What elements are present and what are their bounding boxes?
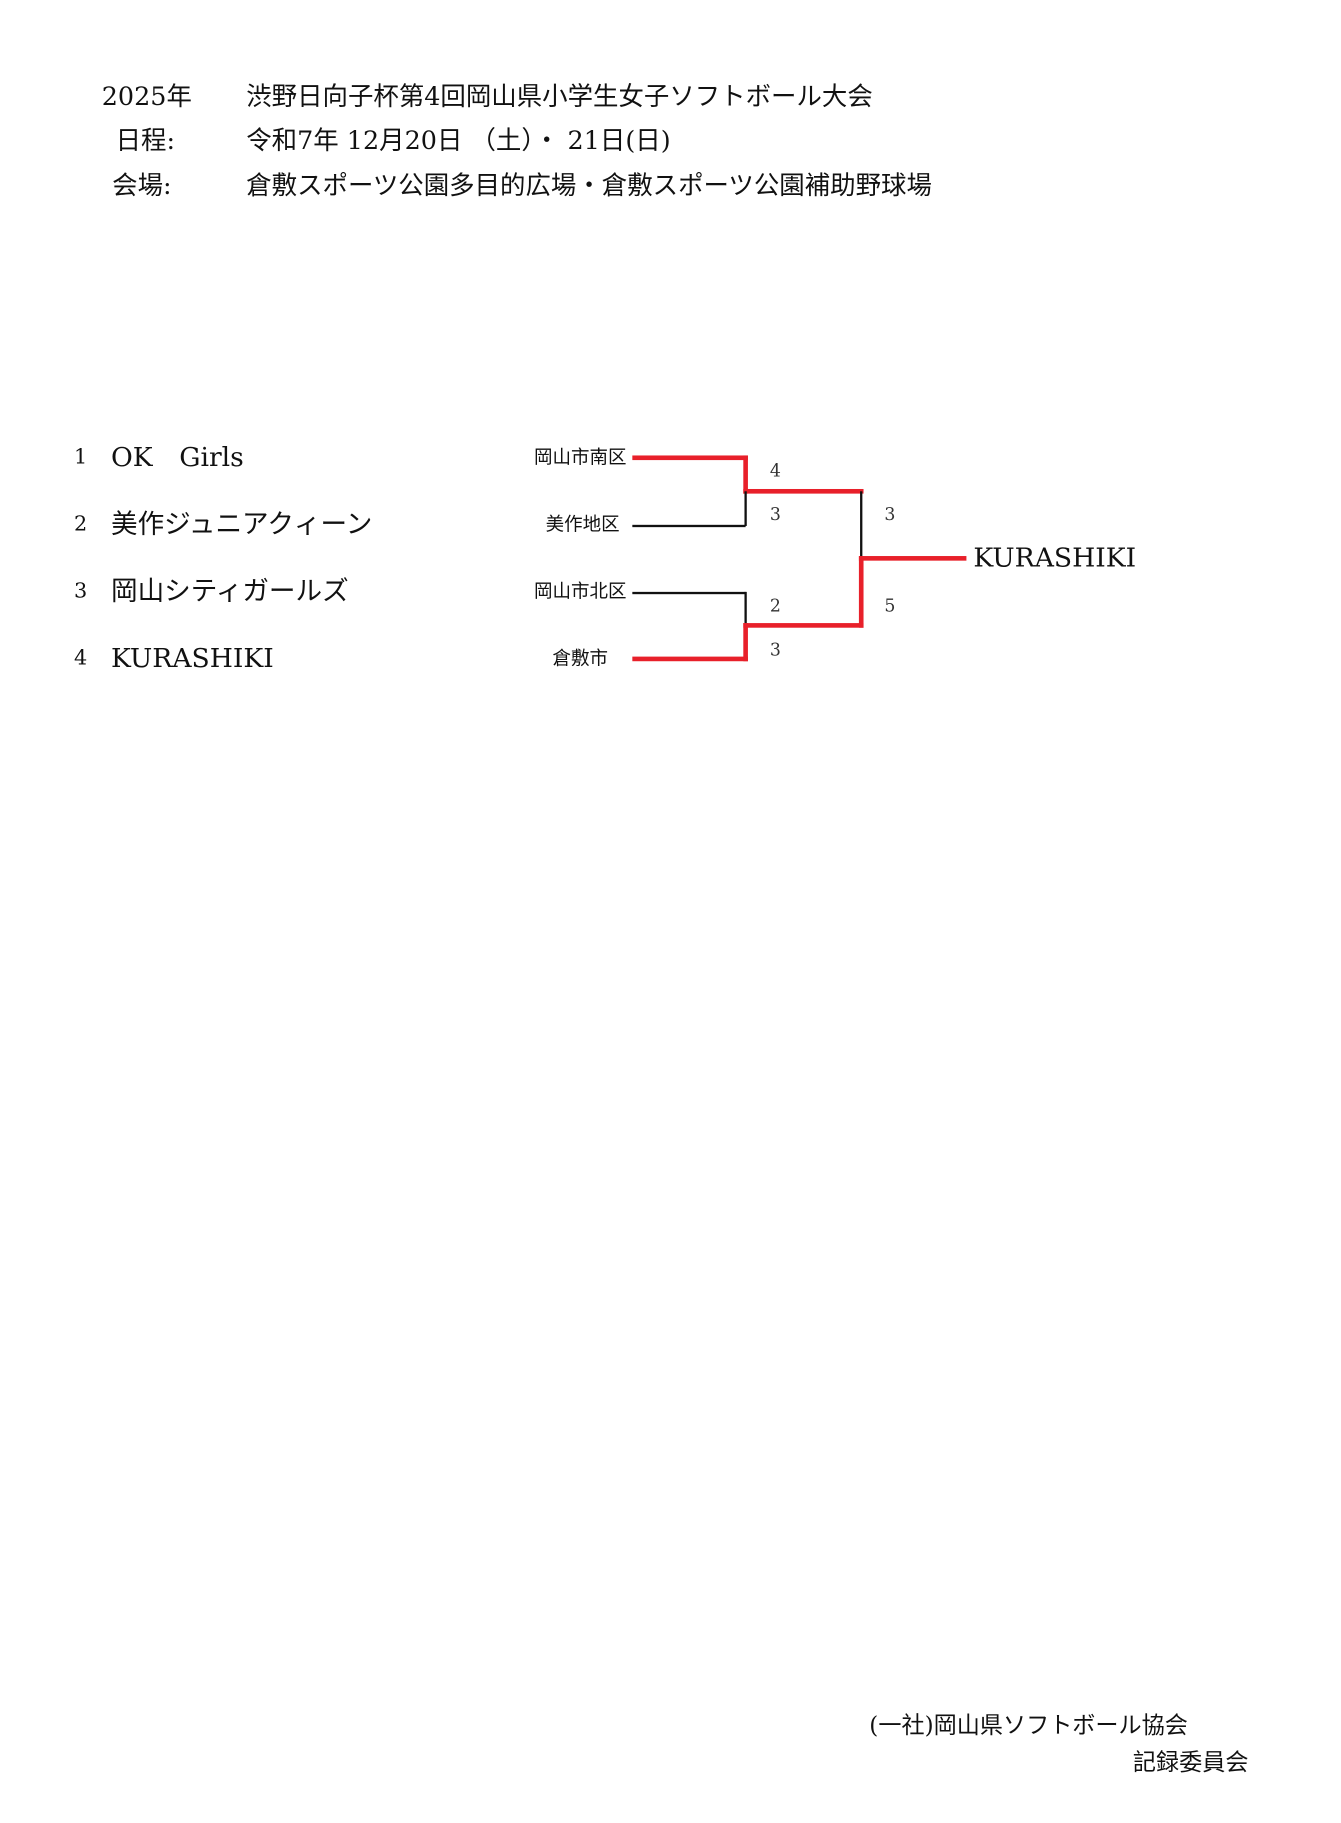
bracket-line-winner xyxy=(743,623,864,628)
champion: KURASHIKI xyxy=(973,543,1137,574)
bracket-line-winner xyxy=(743,455,748,494)
bracket-region: 岡山市北区 xyxy=(534,580,627,603)
team-name: 美作ジュニアクィーン xyxy=(110,509,373,540)
team-name: 岡山シティガールズ xyxy=(110,576,349,607)
bracket-line xyxy=(632,591,746,594)
team-name: OK Girls xyxy=(110,442,244,473)
team-name: KURASHIKI xyxy=(110,643,274,674)
bracket-region: 倉敷市 xyxy=(552,647,609,670)
footer-org: (一社)岡山県ソフトボール協会 xyxy=(869,1710,1188,1739)
tournament-title: 渋野日向子杯第4回岡山県小学生女子ソフトボール大会 xyxy=(246,83,873,113)
team-number: 3 xyxy=(73,579,88,604)
year: 2025年 xyxy=(101,83,192,113)
score: 5 xyxy=(884,595,896,617)
team-number: 1 xyxy=(73,445,88,470)
team-number: 4 xyxy=(73,646,88,671)
bracket-region: 美作地区 xyxy=(545,513,620,536)
bracket-line-winner xyxy=(632,455,748,460)
bracket-region: 岡山市南区 xyxy=(534,446,627,469)
score: 3 xyxy=(769,504,781,525)
venue-label: 会場: xyxy=(112,172,172,202)
venue: 倉敷スポーツ公園多目的広場・倉敷スポーツ公園補助野球場 xyxy=(246,172,932,202)
score: 2 xyxy=(769,595,781,617)
schedule-label: 日程: xyxy=(115,127,176,157)
bracket-line-winner xyxy=(858,556,863,628)
bracket-line-winner xyxy=(632,656,748,661)
bracket-line xyxy=(744,591,747,627)
bracket-line xyxy=(632,524,746,527)
score: 3 xyxy=(769,639,781,661)
bracket-line xyxy=(744,491,747,526)
score: 4 xyxy=(769,460,781,481)
team-number: 2 xyxy=(73,512,88,537)
bracket-line-winner xyxy=(858,556,967,561)
schedule: 令和7年 12月20日 （土）・ 21日(日) xyxy=(246,127,671,157)
bracket-line-winner xyxy=(743,623,748,662)
score: 3 xyxy=(884,504,896,525)
bracket-line-winner xyxy=(743,488,864,494)
bracket-line xyxy=(860,491,862,559)
footer-committee: 記録委員会 xyxy=(1132,1747,1249,1776)
